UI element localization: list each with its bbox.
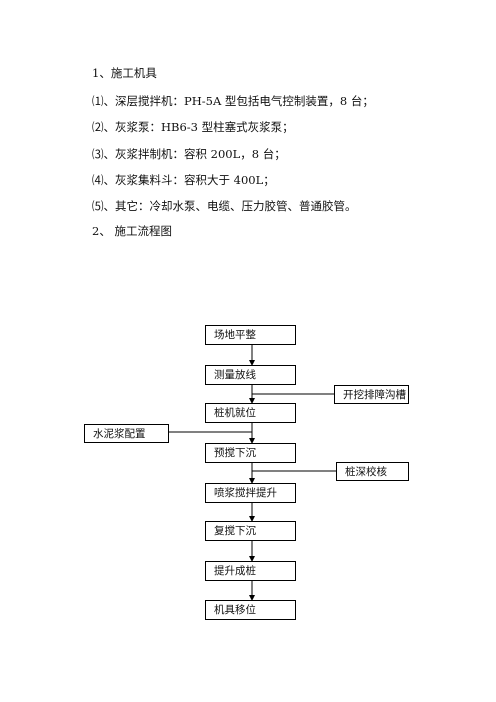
flow-step-re-mix-sinking: 复搅下沉 [205,521,296,541]
flow-step-spray-mix-lifting: 喷浆搅拌提升 [205,483,296,503]
equipment-item-3: ⑶、灰浆拌制机：容积 200L，8 台； [92,147,286,161]
equipment-item-5: ⑸、其它：冷却水泵、电缆、压力胶管、普通胶管。 [92,199,357,213]
flow-step-lift-form-pile: 提升成桩 [205,561,296,581]
heading-construction-flowchart: 2、 施工流程图 [92,224,172,238]
equipment-item-2: ⑵、灰浆泵：HB6-3 型柱塞式灰浆泵； [92,120,294,134]
heading-construction-equipment: 1、施工机具 [92,66,157,80]
flow-side-pile-depth-check: 桩深校核 [336,462,409,481]
equipment-item-4: ⑷、灰浆集料斗：容积大于 400L； [92,173,275,187]
flow-step-site-leveling: 场地平整 [205,325,296,345]
flow-step-survey-layout: 测量放线 [205,365,296,385]
flow-step-pile-machine-positioning: 桩机就位 [205,403,296,423]
flow-side-trench-excavation: 开挖排障沟槽 [334,385,409,404]
flow-step-pre-mix-sinking: 预搅下沉 [205,443,296,463]
flow-side-cement-slurry-prep: 水泥浆配置 [84,424,169,443]
equipment-item-1: ⑴、深层搅拌机：PH-5A 型包括电气控制装置，8 台； [92,94,374,108]
flow-step-move-equipment: 机具移位 [205,600,296,620]
